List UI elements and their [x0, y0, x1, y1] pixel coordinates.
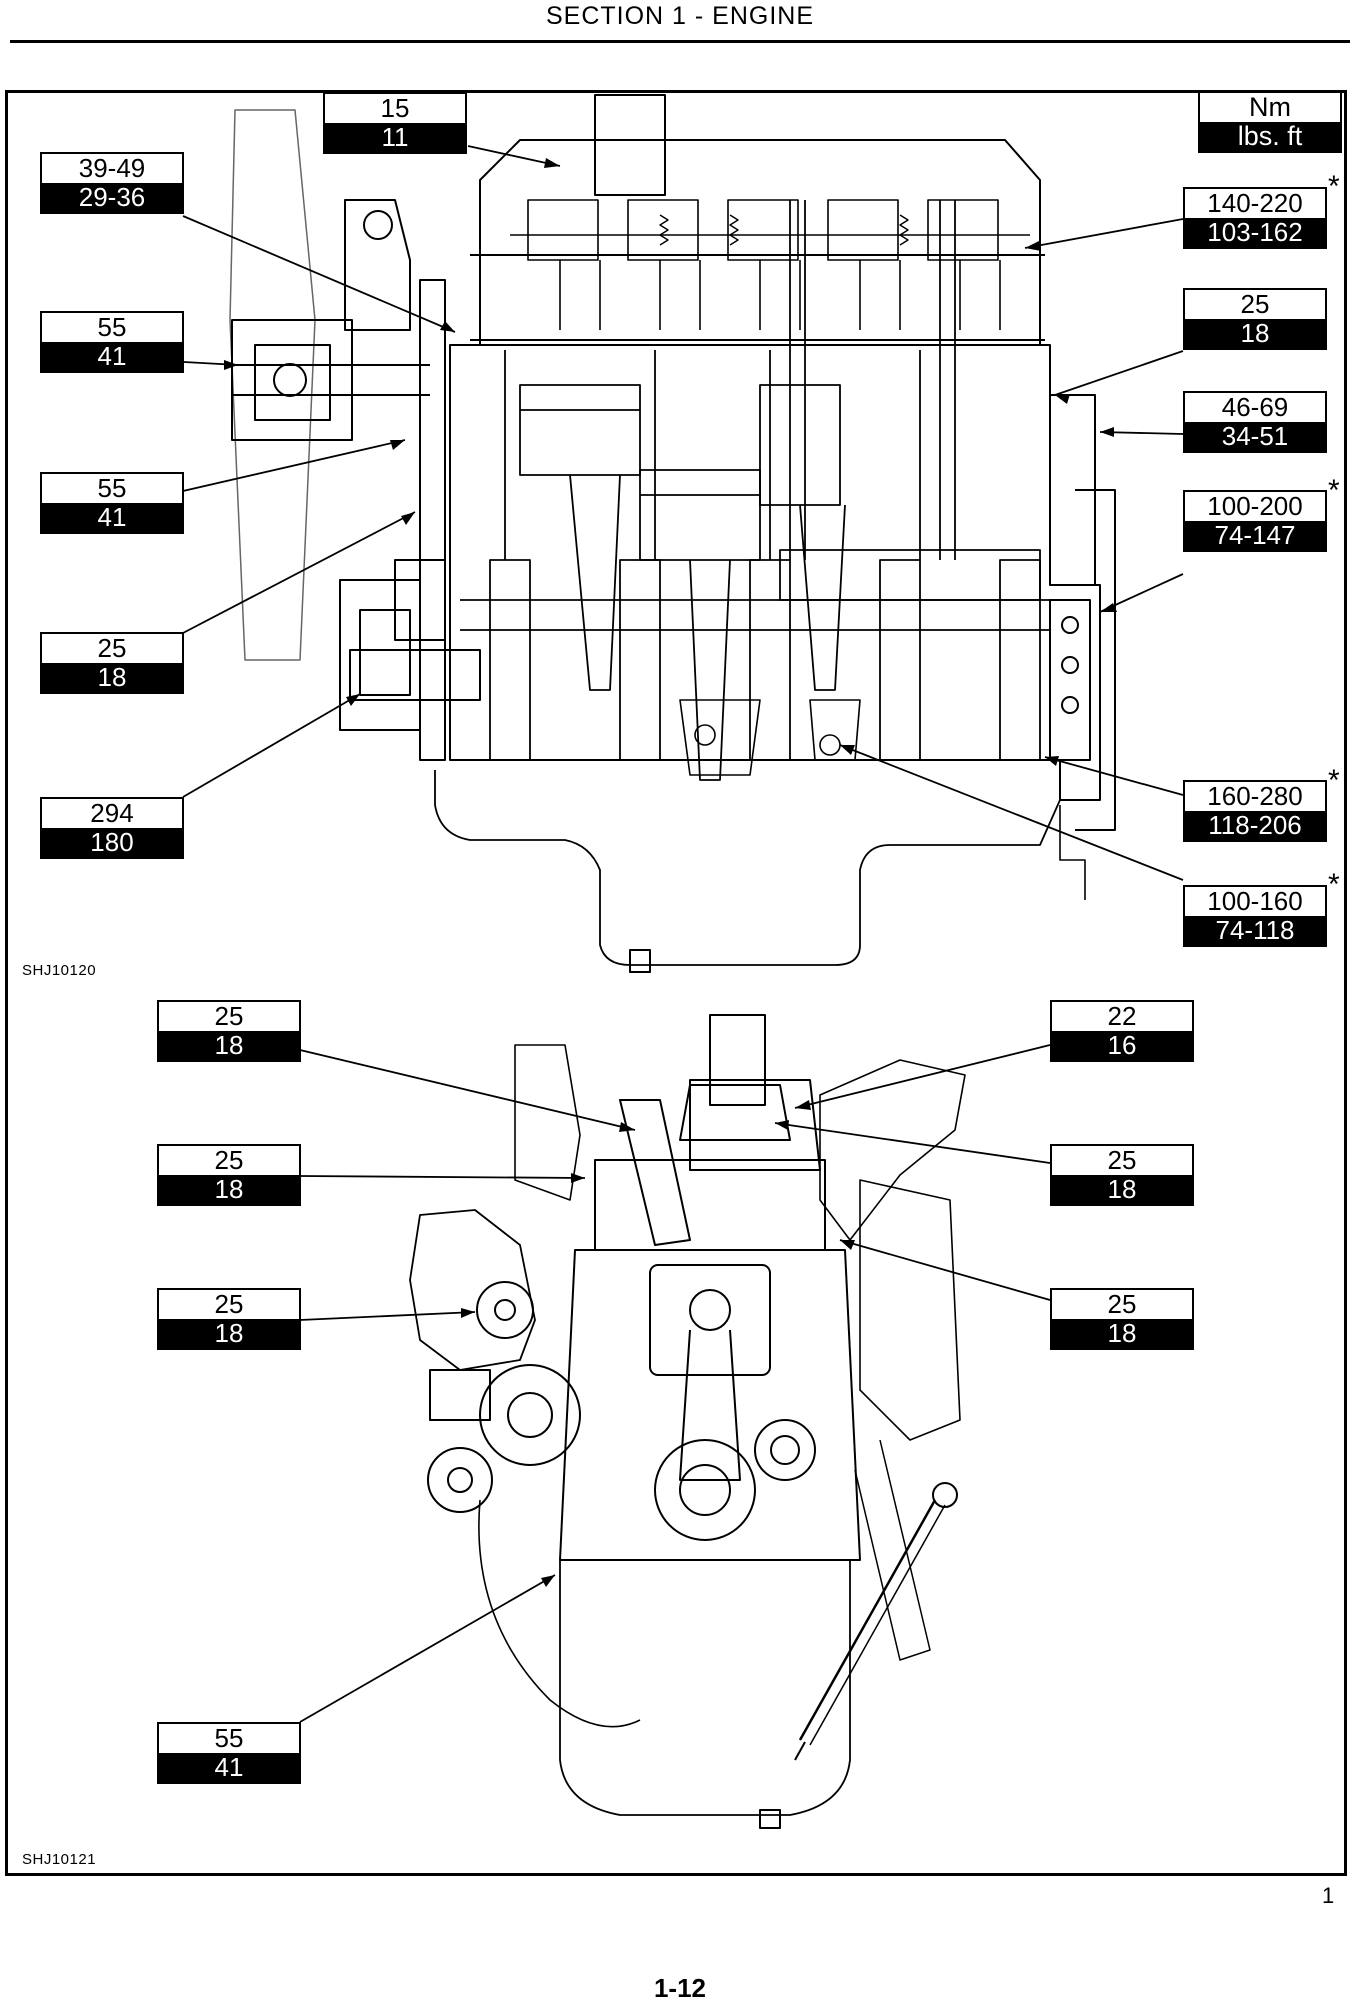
arrowheads-fig2: [461, 1100, 855, 1587]
page-number: 1-12: [653, 1973, 707, 2003]
header-rule: [10, 40, 1350, 43]
asterisk-note: *: [1328, 474, 1340, 507]
figure-id: SHJ10121: [22, 1851, 97, 1868]
torque-callout: 55 41: [40, 472, 184, 534]
asterisk-note: *: [1328, 170, 1340, 203]
torque-callout: 55 41: [40, 311, 184, 373]
torque-callout: 160-280 118-206: [1183, 780, 1327, 842]
units-key: Nm lbs. ft: [1198, 91, 1342, 153]
figure-id: SHJ10120: [22, 962, 97, 979]
section-title: SECTION 1 - ENGINE: [545, 2, 815, 30]
torque-callout: 25 18: [1183, 288, 1327, 350]
figure-number: 1: [1322, 1883, 1335, 1908]
torque-callout: 100-200 74-147: [1183, 490, 1327, 552]
torque-callout: 25 18: [1050, 1144, 1194, 1206]
leaders-fig1: [182, 145, 1184, 881]
torque-callout: 25 18: [157, 1144, 301, 1206]
engine-section-view: [229, 94, 1116, 973]
torque-callout: 25 18: [157, 1288, 301, 1350]
unit-nm: Nm: [1200, 93, 1340, 122]
torque-callout: 46-69 34-51: [1183, 391, 1327, 453]
torque-callout: 140-220 103-162: [1183, 187, 1327, 249]
engine-end-view: [409, 1014, 966, 1829]
leaders-fig2: [299, 1044, 1051, 1723]
arrowheads-fig1: [224, 158, 1117, 766]
unit-lbft: lbs. ft: [1200, 122, 1340, 151]
torque-callout: 25 18: [40, 632, 184, 694]
asterisk-note: *: [1328, 764, 1340, 797]
torque-callout: 25 18: [157, 1000, 301, 1062]
asterisk-note: *: [1328, 868, 1340, 901]
torque-callout: 22 16: [1050, 1000, 1194, 1062]
torque-callout: 15 11: [323, 92, 467, 154]
torque-callout: 55 41: [157, 1722, 301, 1784]
figure-frame: [5, 90, 1347, 1876]
torque-callout: 294 180: [40, 797, 184, 859]
torque-callout: 39-49 29-36: [40, 152, 184, 214]
torque-callout: 25 18: [1050, 1288, 1194, 1350]
torque-callout: 100-160 74-118: [1183, 885, 1327, 947]
